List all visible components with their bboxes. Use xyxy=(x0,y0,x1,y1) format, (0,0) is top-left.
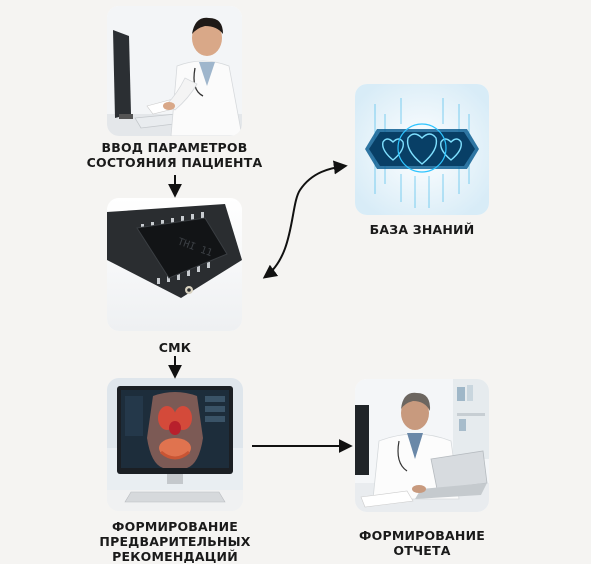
arrow-smk-knowledge-base-bidirectional xyxy=(262,160,348,279)
patient-input-label-line-1: ВВОД ПАРАМЕТРОВ xyxy=(101,140,248,155)
microchip-photo: THI 11 xyxy=(107,198,242,331)
preliminary-recommendations-line-2: ПРЕДВАРИТЕЛЬНЫХ xyxy=(99,534,251,549)
report-label: ФОРМИРОВАНИЕ ОТЧЕТА xyxy=(348,528,496,558)
knowledge-base-label: БАЗА ЗНАНИЙ xyxy=(352,222,492,237)
report-label-line-2: ОТЧЕТА xyxy=(393,543,451,558)
preliminary-recommendations-line-3: РЕКОМЕНДАЦИЙ xyxy=(112,549,238,564)
knowledge-base-label-text: БАЗА ЗНАНИЙ xyxy=(369,222,475,237)
smk-label: СМК xyxy=(145,340,205,355)
anatomy-monitor-photo xyxy=(107,378,243,511)
smk-label-text: СМК xyxy=(158,340,192,355)
patient-input-label: ВВОД ПАРАМЕТРОВ СОСТОЯНИЯ ПАЦИЕНТА xyxy=(72,140,277,170)
hearts-hologram-photo xyxy=(355,84,489,215)
preliminary-recommendations-label: ФОРМИРОВАНИЕ ПРЕДВАРИТЕЛЬНЫХ РЕКОМЕНДАЦИ… xyxy=(80,519,270,564)
preliminary-recommendations-line-1: ФОРМИРОВАНИЕ xyxy=(112,519,238,534)
doctor-with-laptop-photo xyxy=(355,379,489,512)
report-label-line-1: ФОРМИРОВАНИЕ xyxy=(359,528,485,543)
doctor-at-computer-photo xyxy=(107,6,242,136)
patient-input-label-line-2: СОСТОЯНИЯ ПАЦИЕНТА xyxy=(86,155,263,170)
